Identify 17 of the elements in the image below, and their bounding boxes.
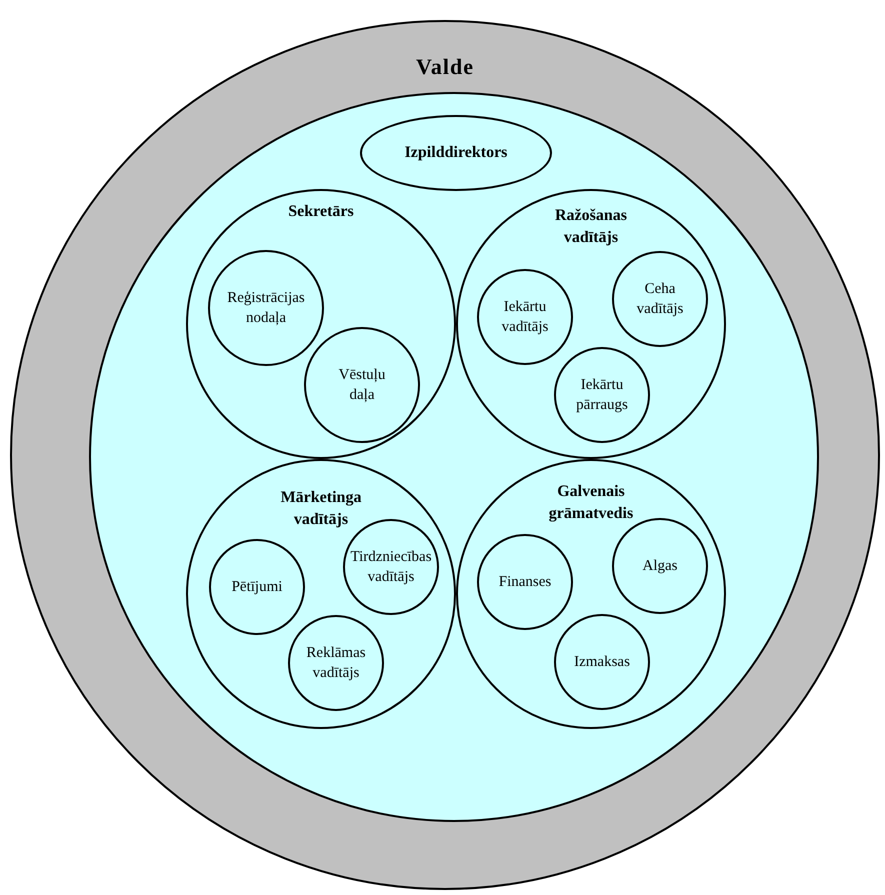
heading-text: Izpilddirektors [404, 143, 508, 163]
node-label: Reģistrācijas nodaļa [226, 288, 306, 328]
heading-text: Mārketinga vadītājs [280, 488, 362, 530]
node-label: Reklāmas vadītājs [305, 644, 367, 683]
heading-text: Ražošanas vadītājs [554, 206, 628, 248]
node-label: Tirdzniecības vadītājs [349, 548, 433, 587]
node-label: Izmaksas [573, 653, 631, 672]
heading-text: Valde [415, 53, 475, 81]
heading-text: Galvenais grāmatvedis [548, 482, 634, 524]
node-label: Vēstuļu daļa [338, 366, 386, 405]
node-label: Algas [642, 557, 678, 576]
node-label: Iekārtu vadītājs [500, 298, 550, 337]
node-label: Ceha vadītājs [636, 280, 684, 319]
heading-text: Sekretārs [287, 202, 355, 222]
node-label: Iekārtu pārraugs [575, 376, 629, 415]
node-label: Pētījumi [230, 578, 284, 597]
node-label: Finanses [498, 573, 552, 592]
